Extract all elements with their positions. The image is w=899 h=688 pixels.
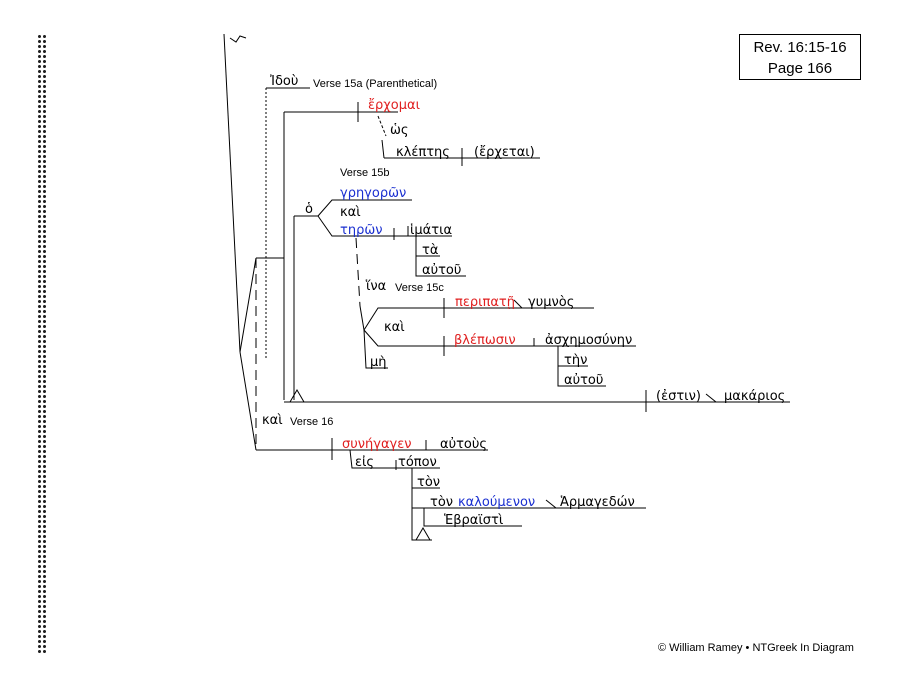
ton2-stem: [411, 488, 432, 541]
left-fork-lower: [239, 351, 257, 451]
word-topon: τόπον: [398, 455, 437, 470]
word-teron: τηρῶν: [340, 223, 382, 238]
word-kleptes: κλέπτης: [396, 145, 450, 160]
reference-verse: Rev. 16:15-16: [753, 39, 847, 56]
word-ton1: τὸν: [417, 475, 440, 490]
word-synegagen: συνήγαγεν: [342, 437, 412, 452]
autou2-baseline: [557, 366, 606, 387]
left-fork-upper: [239, 257, 257, 353]
word-kai2: καὶ: [384, 320, 405, 335]
main-stem-line: [223, 33, 241, 353]
word-hos: ὡς: [390, 123, 409, 138]
reference-page: Page 166: [767, 60, 833, 77]
binding-holes: [37, 34, 47, 654]
label-verse15a: Verse 15a (Parenthetical): [313, 78, 437, 90]
copyright-footer: © William Ramey • NTGreek In Diagram: [658, 642, 854, 654]
word-erchetai: (ἔρχεται): [474, 145, 535, 160]
blepōsin-baseline: [363, 329, 636, 347]
word-erchomai: ἔρχομαι: [368, 98, 420, 113]
hina-connector: [355, 237, 361, 307]
kleptes-stem: [381, 139, 385, 159]
pedestal-triangle: [289, 389, 305, 403]
word-peripate: περιπατῇ: [455, 295, 515, 310]
harmagedon-slant: [545, 499, 557, 509]
word-idou: Ἰδοὺ: [270, 74, 298, 89]
word-ho: ὁ: [305, 202, 313, 217]
label-verse16: Verse 16: [290, 416, 333, 428]
top-tick-mark: [229, 35, 247, 43]
word-blepōsin: βλέπωσιν: [454, 333, 516, 348]
word-gymnos: γυμνὸς: [528, 295, 574, 310]
word-ta: τὰ: [422, 243, 438, 258]
hos-connector: [377, 115, 387, 137]
word-aschemosyne: ἀσχημοσύνην: [545, 333, 632, 348]
label-verse15b: Verse 15b: [340, 167, 390, 179]
word-kai3: καὶ: [262, 413, 283, 428]
word-me: μὴ: [370, 355, 387, 370]
ton2-pedestal: [415, 527, 431, 541]
eis-baseline: [349, 449, 440, 469]
autou1-baseline: [415, 256, 466, 277]
word-autous: αὐτοὺς: [440, 437, 487, 452]
me-baseline: [363, 329, 388, 369]
gregoron-baseline: [317, 199, 412, 217]
word-himatia: ἱμάτια: [410, 223, 452, 238]
hebraisti-baseline: [423, 508, 522, 527]
word-hina: ἵνα: [365, 279, 386, 294]
word-kaloumenon: καλούμενον: [458, 495, 535, 510]
word-gregoron: γρηγορῶν: [340, 186, 406, 201]
word-ten: τὴν: [564, 353, 587, 368]
word-makarios: μακάριος: [724, 389, 785, 404]
word-autou1: αὐτοῦ: [422, 263, 461, 278]
word-ton2: τὸν: [430, 495, 453, 510]
makarios-slant: [705, 393, 717, 403]
gymnos-slant: [513, 299, 523, 309]
label-verse15c: Verse 15c: [395, 282, 444, 294]
word-hebraisti: Ἑβραϊστὶ: [444, 513, 503, 528]
word-autou2: αὐτοῦ: [564, 373, 603, 388]
word-kai1: καὶ: [340, 205, 361, 220]
word-harmagedon: Ἁρμαγεδών: [560, 495, 635, 510]
word-eis: εἰς: [355, 455, 374, 470]
reference-box: Rev. 16:15-16 Page 166: [739, 34, 861, 80]
teron-baseline: [317, 215, 452, 237]
hina-stem: [359, 305, 365, 331]
word-estin: (ἐστιν): [656, 389, 701, 404]
